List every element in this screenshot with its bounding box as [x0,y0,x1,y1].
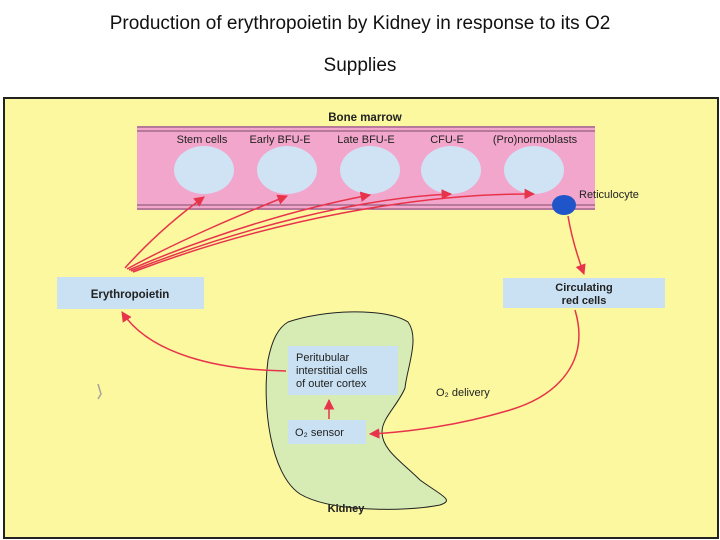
reticulocyte-cell [552,195,576,215]
arrow-epo-to-early-bfu-e [126,194,288,270]
stem-cell [174,146,234,194]
arrow-epo-to-late-bfu-e [128,191,372,271]
erythropoietin-diagram: Bone marrow Stem cells Early BFU-E Late … [3,97,719,539]
stage-label-stem-cells: Stem cells [177,134,228,146]
arrow-epo-to-pronormoblasts [132,188,536,273]
stage-label-early-bfu-e: Early BFU-E [249,134,310,146]
stray-mark [97,383,102,400]
peritubular-label-line2: interstitial cells [296,365,368,377]
circulating-red-cells-box [503,278,665,308]
o2-sensor-box [288,420,366,444]
o2-sensor-label: O₂ sensor [295,427,344,439]
page-title: Production of erythropoietin by Kidney i… [109,13,611,34]
stage-label-pronormoblasts: (Pro)normoblasts [493,134,578,146]
erythropoietin-label: Erythropoietin [91,289,170,301]
arrow-epo-to-cfu-e [130,189,453,272]
red-cells-label: red cells [562,295,607,307]
erythropoietin-box [57,277,204,309]
peritubular-label-line3: of outer cortex [296,378,367,390]
o2-delivery-label: O₂ delivery [436,387,490,399]
stage-label-late-bfu-e: Late BFU-E [337,134,394,146]
early-bfu-e-cell [257,146,317,194]
pronormoblast-cell [504,146,564,194]
kidney-label: Kidney [328,503,366,515]
page-title-continued: Supplies [323,55,397,76]
arrow-epo-to-stem-cells [124,196,205,269]
circulating-label: Circulating [555,282,612,294]
arrow-peritubular-to-epo [121,311,287,372]
stage-label-cfu-e: CFU-E [430,134,464,146]
arrow-reticulocyte-to-circulation [567,215,586,275]
peritubular-box [288,346,398,395]
arrow-o2-delivery [368,309,580,439]
bone-marrow-label: Bone marrow [328,112,402,124]
peritubular-label-line1: Peritubular [296,352,350,364]
reticulocyte-label: Reticulocyte [579,189,639,201]
cfu-e-cell [421,146,481,194]
late-bfu-e-cell [340,146,400,194]
